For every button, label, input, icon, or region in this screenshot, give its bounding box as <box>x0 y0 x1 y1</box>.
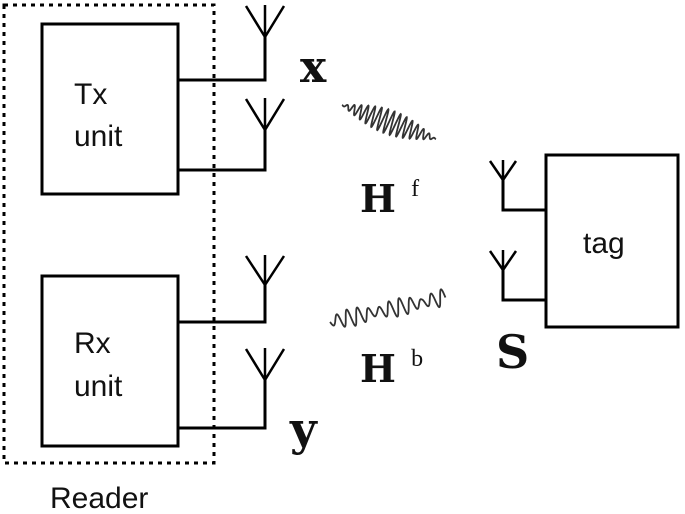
tx-feed-line-2 <box>178 130 267 172</box>
backward-channel-sup: b <box>411 346 423 372</box>
receive-signal-y: y <box>289 402 318 456</box>
antenna-icon <box>244 348 286 381</box>
tx-unit-box: Tx unit <box>40 22 180 196</box>
tag-feed-line-2 <box>501 270 546 302</box>
wave-icon <box>329 288 447 328</box>
tag-feed-line-1 <box>501 180 546 212</box>
backward-channel-h: H b <box>360 346 423 391</box>
forward-channel-h: H f <box>360 176 419 221</box>
antenna-icon <box>488 250 518 271</box>
tag-box: tag <box>544 153 680 329</box>
tx-unit-line1: Tx <box>74 78 107 111</box>
rx-unit-line1: Rx <box>74 327 111 360</box>
transmit-signal-x: x <box>300 42 327 93</box>
rx-unit-box: Rx unit <box>40 274 180 448</box>
forward-channel-base: H <box>360 176 396 221</box>
tag-signal-s: S <box>496 325 529 379</box>
antenna-icon <box>488 160 518 181</box>
antenna-icon <box>244 98 286 131</box>
tag-label: tag <box>583 227 625 260</box>
rx-unit-line2: unit <box>74 370 123 403</box>
rx-feed-line-1 <box>178 285 267 324</box>
rx-feed-line-2 <box>178 380 267 430</box>
backward-channel-base: H <box>360 346 396 391</box>
forward-channel-sup: f <box>411 176 419 202</box>
tx-unit-line2: unit <box>74 120 123 153</box>
antenna-icon <box>244 5 286 38</box>
reader-boundary <box>2 3 216 465</box>
tx-feed-line-1 <box>178 37 267 82</box>
reader-label: Reader <box>50 482 148 514</box>
wave-icon <box>341 104 437 141</box>
antenna-icon <box>244 255 286 286</box>
